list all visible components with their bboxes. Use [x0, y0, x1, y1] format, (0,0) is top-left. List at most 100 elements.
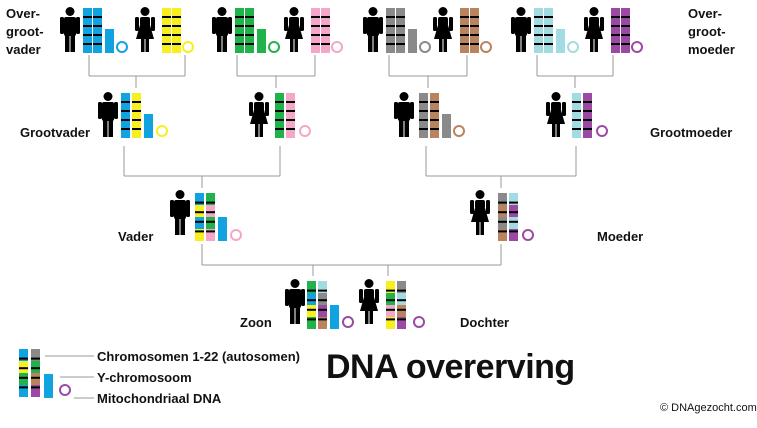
- leg: [145, 39, 149, 52]
- arm: [359, 289, 363, 303]
- grandmother-2-icon: [546, 92, 566, 137]
- band: [583, 110, 592, 112]
- chromosome-a: [275, 93, 284, 138]
- band: [275, 128, 284, 130]
- leg: [516, 35, 521, 52]
- head: [589, 7, 599, 16]
- chromosome-segment: [195, 205, 204, 217]
- chromosome-segment: [318, 293, 327, 305]
- band: [245, 43, 254, 45]
- chromosome-segment: [509, 229, 518, 241]
- band: [172, 16, 181, 18]
- head: [140, 7, 150, 16]
- chromosome-segment: [307, 305, 316, 317]
- band: [286, 128, 295, 130]
- head: [175, 190, 185, 199]
- band: [544, 43, 553, 45]
- label-son: Zoon: [240, 315, 272, 330]
- chromosome-segment: [397, 305, 406, 317]
- band: [460, 25, 469, 27]
- band: [93, 25, 102, 27]
- chromosome-a: [311, 8, 320, 53]
- band: [470, 25, 479, 27]
- band: [195, 220, 204, 223]
- band: [121, 119, 130, 121]
- band: [19, 357, 28, 360]
- skirt: [471, 208, 489, 222]
- arm: [394, 102, 398, 119]
- band: [386, 43, 395, 45]
- legend-mito-ring: [59, 384, 71, 396]
- torso: [254, 102, 264, 111]
- band: [611, 34, 620, 36]
- skirt: [360, 297, 378, 311]
- band: [621, 25, 630, 27]
- arm: [249, 102, 253, 116]
- chromosome-b: [397, 281, 406, 329]
- leg: [103, 120, 108, 137]
- band: [275, 110, 284, 112]
- leg: [259, 124, 263, 137]
- band: [621, 43, 630, 45]
- chromosome-segment: [83, 8, 92, 53]
- torso: [515, 17, 527, 36]
- chromosome-a: [386, 8, 395, 53]
- leg: [294, 39, 298, 52]
- band: [307, 289, 316, 292]
- y-chromosome: [257, 29, 266, 53]
- band: [611, 16, 620, 18]
- leg: [399, 120, 404, 137]
- chromosome-segment: [396, 8, 405, 53]
- band: [419, 128, 428, 130]
- chromosome-b: [470, 8, 479, 53]
- leg: [404, 120, 409, 137]
- leg: [175, 218, 180, 235]
- torso: [367, 17, 379, 36]
- band: [235, 34, 244, 36]
- band: [162, 25, 171, 27]
- band: [172, 43, 181, 45]
- chromosome-segment: [318, 317, 327, 329]
- band: [195, 211, 204, 214]
- chromosome-segment: [121, 93, 130, 138]
- chromosome-segment: [307, 281, 316, 293]
- leg: [141, 39, 145, 52]
- band: [31, 386, 40, 389]
- skirt: [547, 110, 565, 124]
- leg: [70, 35, 75, 52]
- chromosome-segment: [572, 93, 581, 138]
- torso: [475, 200, 485, 209]
- band: [93, 34, 102, 36]
- band: [396, 43, 405, 45]
- arm: [562, 102, 566, 116]
- y-chromosome: [408, 29, 417, 53]
- band: [419, 110, 428, 112]
- band: [509, 230, 518, 233]
- chromosome-segment: [419, 93, 428, 138]
- chromosome-a: [498, 193, 507, 241]
- band: [498, 211, 507, 214]
- skirt: [585, 25, 603, 39]
- chromosome-segment: [498, 229, 507, 241]
- chromosome-a: [121, 93, 130, 138]
- chromosome-a: [572, 93, 581, 138]
- chromosome-segment: [498, 193, 507, 205]
- legend-chromosome-b: [31, 349, 40, 397]
- chromosome-segment: [386, 8, 395, 53]
- chromosome-segment: [19, 385, 28, 397]
- legend-chromosome-a: [19, 349, 28, 397]
- band: [275, 101, 284, 103]
- band: [93, 16, 102, 18]
- label-grandfather: Grootvader: [20, 125, 91, 140]
- chromosome-segment: [509, 205, 518, 217]
- leg: [369, 311, 373, 324]
- torso: [398, 102, 410, 121]
- band: [583, 119, 592, 121]
- band: [534, 25, 543, 27]
- father-icon: [170, 190, 190, 235]
- arm: [170, 200, 174, 217]
- band: [386, 289, 395, 292]
- label-gg-mother-2: groot-: [688, 24, 726, 39]
- y-chromosome: [442, 114, 451, 138]
